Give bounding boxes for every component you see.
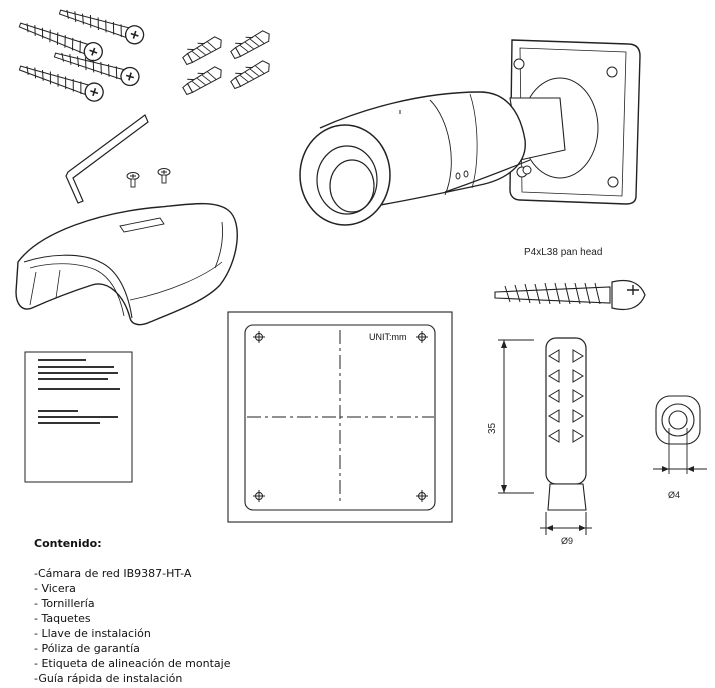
contents-list: -Cámara de red IB9387-HT-A - Vicera - To…	[34, 566, 354, 686]
list-item: - Taquetes	[34, 612, 91, 625]
small-screw-icon	[126, 168, 171, 188]
wall-anchor-icon	[179, 25, 273, 97]
anchor-hole-label: Ø4	[668, 490, 680, 500]
wood-screw-icon	[16, 2, 147, 105]
warranty-card-icon	[24, 351, 133, 483]
list-item: - Etiqueta de alineación de montaje	[34, 657, 231, 670]
contents-list-panel: Contenido: -Cámara de red IB9387-HT-A - …	[34, 536, 354, 686]
anchor-length-label: 35	[487, 422, 498, 434]
screw-spec-label: P4xL38 pan head	[524, 247, 602, 258]
anchor-width-label: Ø9	[561, 536, 573, 546]
hex-key-icon	[65, 114, 149, 204]
unit-label: UNIT:mm	[369, 332, 407, 342]
sun-shield-icon	[15, 202, 238, 326]
list-item: - Vicera	[34, 582, 76, 595]
alignment-sticker-icon: UNIT:mm	[227, 311, 453, 523]
bullet-camera-icon	[299, 39, 641, 226]
list-item: - Tornillería	[34, 597, 95, 610]
list-item: -Cámara de red IB9387-HT-A	[34, 567, 192, 580]
contents-heading: Contenido:	[34, 537, 102, 550]
anchor-end-view: Ø4	[653, 395, 707, 500]
anchor-dimension-drawing: 35 Ø9	[487, 337, 592, 546]
list-item: - Póliza de garantía	[34, 642, 140, 655]
list-item: - Llave de instalación	[34, 627, 151, 640]
list-item: -Guía rápida de instalación	[34, 672, 183, 685]
pan-head-screw-icon	[494, 279, 646, 311]
